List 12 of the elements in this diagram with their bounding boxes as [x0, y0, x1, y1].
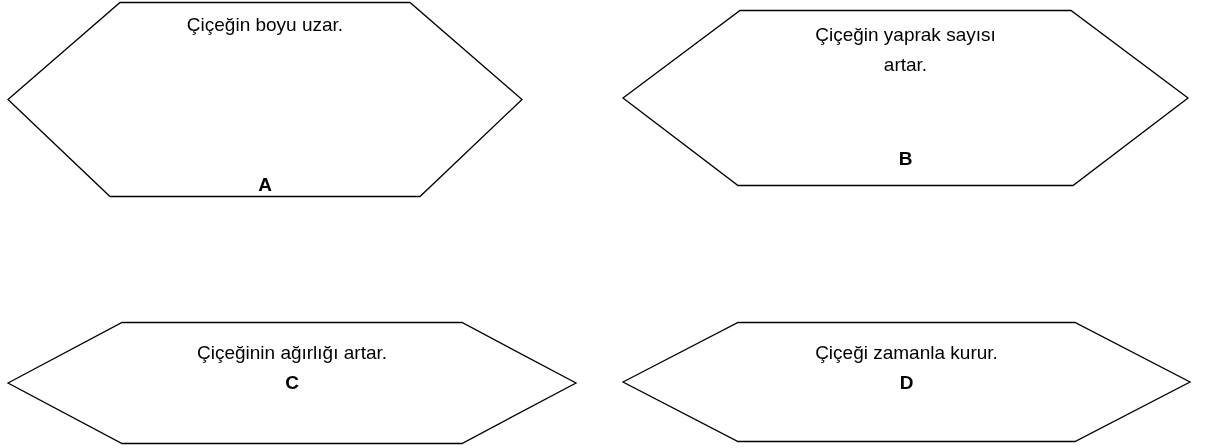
- statement-text: Çiçeğinin ağırlığı artar.: [195, 341, 389, 365]
- option-letter: B: [897, 147, 914, 171]
- option-letter: D: [898, 371, 915, 395]
- statement-text: Çiçeği zamanla kurur.: [814, 341, 999, 365]
- option-letter: A: [257, 173, 273, 197]
- option-letter: C: [284, 371, 300, 395]
- hexagon-box: [8, 322, 576, 444]
- hexagon-box: [623, 322, 1190, 442]
- hexagon-box: [623, 10, 1188, 186]
- statement-text: Çiçeğin yaprak sayısı artar.: [814, 23, 997, 77]
- hexagon-box: [8, 2, 522, 197]
- statement-text: Çiçeğin boyu uzar.: [185, 13, 345, 37]
